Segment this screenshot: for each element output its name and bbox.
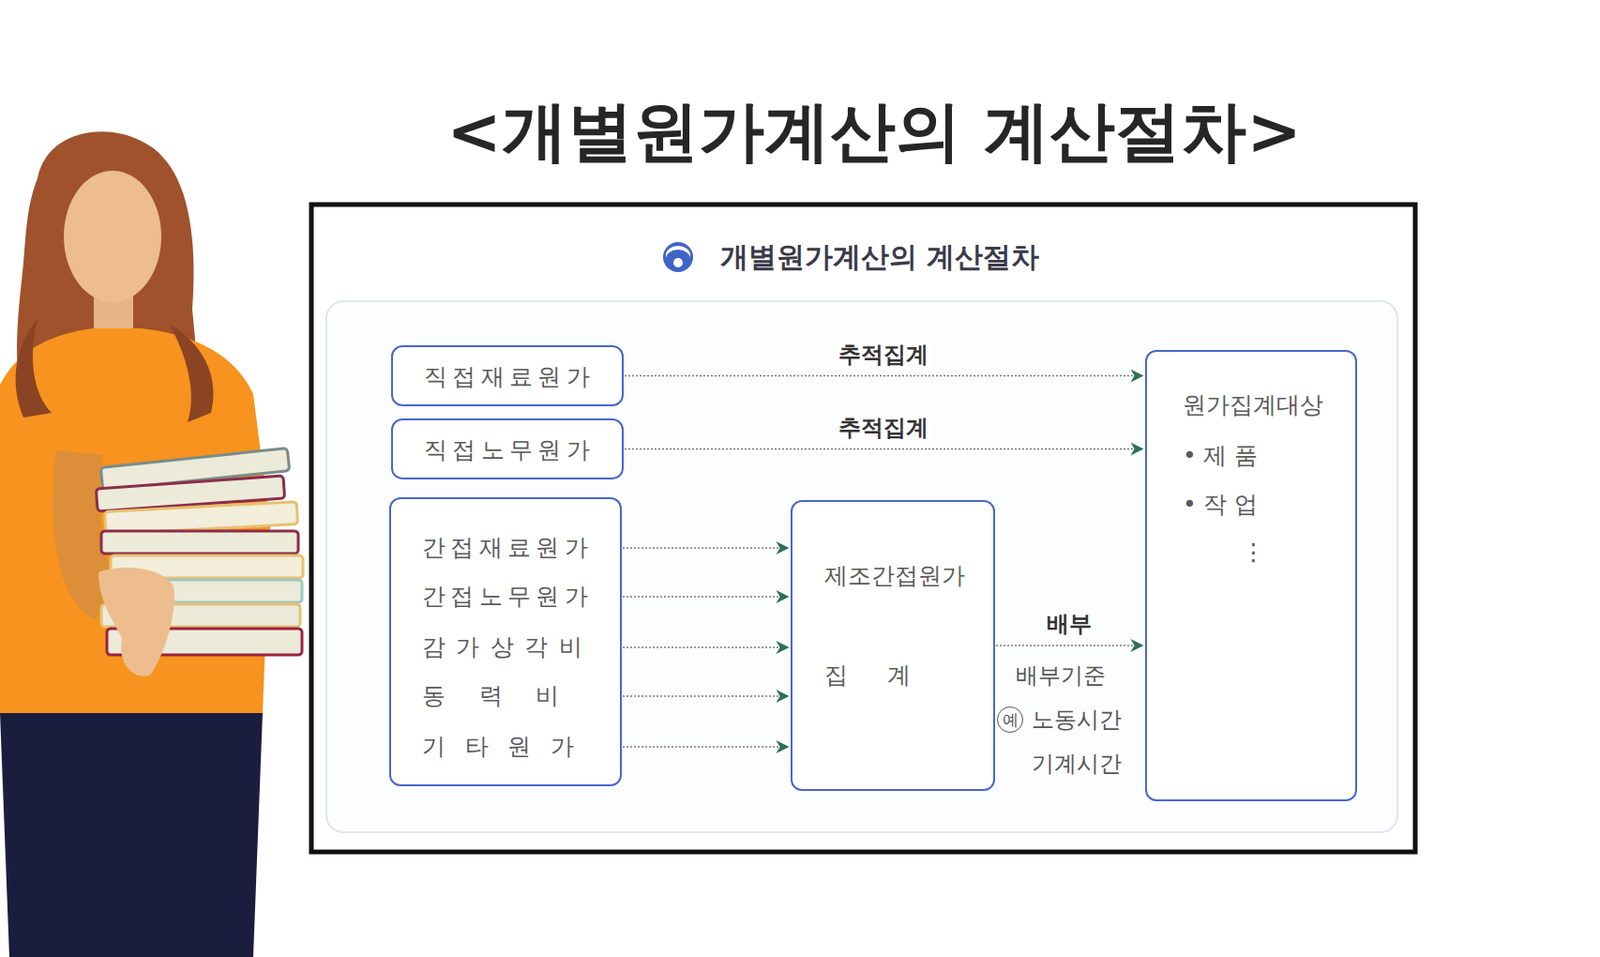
dotted-arrow: [622, 595, 788, 598]
basis-example: 노동시간: [1031, 704, 1122, 735]
dotted-arrow: [996, 644, 1143, 647]
dotted-arrow: [622, 745, 788, 748]
box-item: •작업: [1182, 490, 1265, 519]
box-label: 직접노무원가: [423, 436, 595, 465]
example-mark: 예: [996, 706, 1024, 733]
box-item: 감가상각비: [422, 633, 593, 662]
box-item: 동력비: [422, 681, 593, 710]
box-item: 집계: [824, 661, 950, 690]
cost-box: 제조간접원가집계: [790, 499, 996, 791]
box-item: •제품: [1182, 441, 1265, 470]
box-item: 간접노무원가: [422, 582, 593, 611]
face: [63, 170, 162, 302]
box-label: 원가집계대상: [1182, 391, 1324, 420]
heading-icon: [663, 241, 694, 272]
hair-lock: [168, 323, 214, 423]
hand: [98, 567, 175, 677]
dotted-arrow: [622, 546, 788, 549]
woman-figure: [0, 131, 303, 957]
box-label: 제조간접원가: [824, 561, 966, 590]
box-item: ⋮: [1241, 538, 1266, 567]
skirt: [0, 712, 263, 957]
cost-object-box: 원가집계대상 •제품 •작업 ⋮: [1145, 349, 1358, 801]
basis-example: 기계시간: [1031, 748, 1122, 779]
frame: [311, 204, 1416, 852]
cost-group-box: 간접재료원가간접노무원가감가상각비동력비기타원가: [389, 497, 622, 786]
dotted-arrow: [624, 375, 1143, 378]
panel: [326, 301, 1398, 832]
edge-label: 추적집계: [835, 339, 932, 370]
edge-label: 배부: [1043, 608, 1095, 639]
panel-heading: 개별원가계산의 계산절차: [720, 238, 1040, 277]
box-label: 직접재료원가: [423, 362, 595, 392]
edge-label: 추적집계: [835, 412, 932, 443]
hair-lock: [15, 318, 52, 418]
dotted-arrow: [624, 448, 1143, 451]
box-label: 간접재료원가: [422, 533, 593, 562]
cost-box: 직접재료원가: [391, 345, 624, 407]
dotted-arrow: [622, 646, 788, 649]
cost-box: 직접노무원가: [391, 418, 624, 480]
dotted-arrow: [622, 694, 788, 697]
page-title: <개별원가계산의 계산절차>: [446, 88, 1302, 177]
basis-note: 배부기준: [1015, 660, 1106, 691]
box-item: 기타원가: [422, 732, 593, 761]
